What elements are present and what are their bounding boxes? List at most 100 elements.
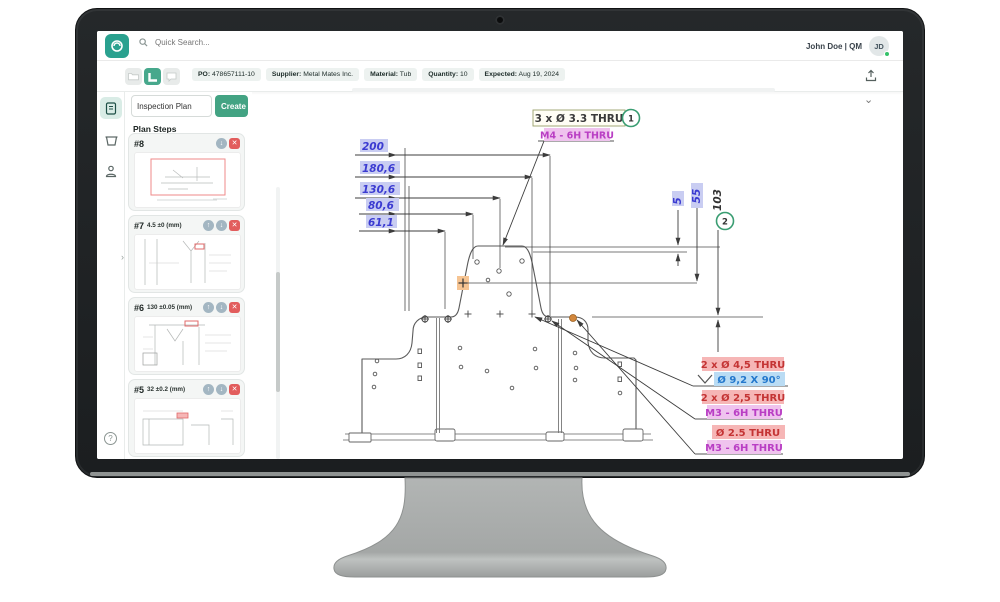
plan-step-thumbnail[interactable] — [134, 398, 241, 454]
svg-text:3 x Ø 3.3 THRU: 3 x Ø 3.3 THRU — [535, 113, 624, 125]
svg-text:200: 200 — [362, 141, 384, 153]
callout-group-1[interactable]: 2 x Ø 4,5 THRU Ø 9,2 X 90° — [697, 357, 786, 386]
plan-scrollbar — [276, 187, 280, 459]
monitor-camera — [495, 15, 505, 25]
left-rail: › ? — [97, 92, 125, 459]
folder-button[interactable] — [125, 68, 142, 85]
selected-point-marker[interactable] — [457, 276, 577, 322]
online-status-dot — [884, 51, 890, 57]
plan-step-card-7[interactable]: #7 4.5 ±0 (mm) ↑ ↓ ✕ — [128, 215, 245, 293]
comment-bubble-icon — [166, 72, 177, 82]
measure-button[interactable] — [144, 68, 161, 85]
pill-po: PO: 478657111-10 — [192, 68, 261, 81]
step-id: #6 — [134, 302, 145, 313]
step-spec: 130 ±0.05 (mm) — [147, 304, 193, 311]
step-spec: 4.5 ±0 (mm) — [147, 222, 182, 229]
order-toolbar: PO: 478657111-10 Supplier: Metal Mates I… — [97, 61, 903, 92]
move-down-button[interactable]: ↓ — [216, 302, 227, 313]
svg-text:2 x Ø 4,5 THRU: 2 x Ø 4,5 THRU — [701, 359, 786, 371]
plan-step-thumbnail[interactable] — [134, 234, 241, 290]
search-input[interactable] — [153, 37, 303, 48]
step-id: #7 — [134, 220, 145, 231]
move-up-button[interactable]: ↑ — [203, 220, 214, 231]
svg-text:M3 - 6H THRU: M3 - 6H THRU — [705, 408, 783, 419]
delete-step-button[interactable]: ✕ — [229, 220, 240, 231]
balloon-1[interactable] — [621, 108, 641, 128]
avatar[interactable]: JD — [869, 36, 890, 57]
person-icon — [105, 165, 117, 177]
horizontal-dimension-labels[interactable]: 200 180,6 130,6 80,6 61,1 — [360, 139, 400, 229]
upload-button[interactable] — [865, 69, 877, 87]
delete-step-button[interactable]: ✕ — [229, 138, 240, 149]
plan-step-thumbnail[interactable] — [134, 316, 241, 372]
rail-item-parts[interactable] — [100, 130, 122, 152]
svg-text:5: 5 — [672, 197, 684, 204]
plan-step-card-6[interactable]: #6 130 ±0.05 (mm) ↑ ↓ ✕ — [128, 297, 245, 375]
pill-supplier: Supplier: Metal Mates Inc. — [265, 68, 360, 81]
comment-button[interactable] — [163, 68, 180, 85]
rail-item-documents[interactable] — [100, 97, 122, 119]
plan-title-input[interactable] — [131, 95, 212, 117]
help-button[interactable]: ? — [104, 432, 117, 445]
bend-lines — [436, 318, 562, 433]
inspection-plan-panel: Create Plan Steps #8 ↓ ✕ — [125, 92, 280, 459]
delete-step-button[interactable]: ✕ — [229, 302, 240, 313]
delete-step-button[interactable]: ✕ — [229, 384, 240, 395]
drawing-pane-top-edge — [352, 88, 775, 92]
balloon-2[interactable] — [715, 211, 735, 231]
rail-item-users[interactable] — [100, 160, 122, 182]
panel-collapse-chevron[interactable]: › — [121, 252, 124, 262]
svg-text:130,6: 130,6 — [362, 184, 395, 196]
ruler-angle-icon — [147, 72, 157, 82]
svg-text:55: 55 — [691, 189, 703, 204]
search-icon — [139, 38, 148, 47]
document-icon — [105, 101, 117, 115]
plan-step-thumbnail[interactable] — [134, 152, 241, 208]
pill-expected: Expected: Aug 19, 2024 — [478, 68, 565, 81]
step-id: #8 — [134, 138, 145, 149]
step-spec: 32 ±0.2 (mm) — [147, 386, 186, 393]
svg-text:Ø 9,2 X 90°: Ø 9,2 X 90° — [717, 374, 780, 386]
countersink-symbol — [697, 374, 713, 384]
order-info-pills: PO: 478657111-10 Supplier: Metal Mates I… — [192, 68, 565, 81]
part-base — [343, 433, 653, 441]
box-icon — [105, 136, 117, 146]
top-callout[interactable]: 3 x Ø 3.3 THRU 1 M4 - 6H THRU — [502, 108, 641, 246]
svg-text:61,1: 61,1 — [368, 217, 394, 229]
plan-step-card-8[interactable]: #8 ↓ ✕ — [128, 133, 245, 211]
move-down-button[interactable]: ↓ — [216, 220, 227, 231]
step-id: #5 — [134, 384, 145, 395]
app-header: John Doe | QM JD — [97, 31, 903, 61]
callout-group-3[interactable]: Ø 2.5 THRU M3 - 6H THRU — [705, 425, 785, 454]
bezel-bottom-edge — [90, 472, 910, 476]
app-logo[interactable] — [105, 34, 129, 58]
svg-text:2 x Ø 2,5 THRU: 2 x Ø 2,5 THRU — [701, 392, 786, 404]
technical-drawing: 200 180,6 130,6 80,6 61,1 3 x Ø 3.3 THRU… — [343, 108, 788, 455]
plan-step-card-5[interactable]: #5 32 ±0.2 (mm) ↑ ↓ ✕ — [128, 379, 245, 457]
svg-text:Ø 2.5 THRU: Ø 2.5 THRU — [716, 427, 780, 439]
move-up-button[interactable]: ↑ — [203, 384, 214, 395]
move-down-button[interactable]: ↓ — [216, 384, 227, 395]
vertical-dimension-labels[interactable]: 5 55 103 2 — [672, 183, 735, 231]
plan-scrollbar-thumb[interactable] — [276, 272, 280, 392]
svg-text:M3 - 6H THRU: M3 - 6H THRU — [705, 443, 783, 454]
svg-text:M4 - 6H THRU: M4 - 6H THRU — [540, 131, 614, 142]
pill-quantity: Quantity: 10 — [422, 68, 474, 81]
svg-text:103: 103 — [712, 189, 724, 211]
svg-text:80,6: 80,6 — [368, 200, 394, 212]
move-down-button[interactable]: ↓ — [216, 138, 227, 149]
monitor-stand — [333, 477, 667, 578]
vertical-dimensions — [675, 208, 721, 352]
horizontal-dimensions — [355, 152, 551, 316]
part-outline — [361, 245, 637, 434]
svg-text:2: 2 — [722, 218, 728, 228]
drawing-collapse-chevron[interactable]: ⌄ — [864, 94, 874, 106]
callout-group-2[interactable]: 2 x Ø 2,5 THRU M3 - 6H THRU — [701, 390, 786, 419]
move-up-button[interactable]: ↑ — [203, 302, 214, 313]
plan-steps-title: Plan Steps — [133, 124, 177, 134]
folder-icon — [128, 73, 139, 81]
part-holes — [371, 258, 623, 396]
svg-text:180,6: 180,6 — [362, 163, 395, 175]
create-button[interactable]: Create — [215, 95, 248, 117]
